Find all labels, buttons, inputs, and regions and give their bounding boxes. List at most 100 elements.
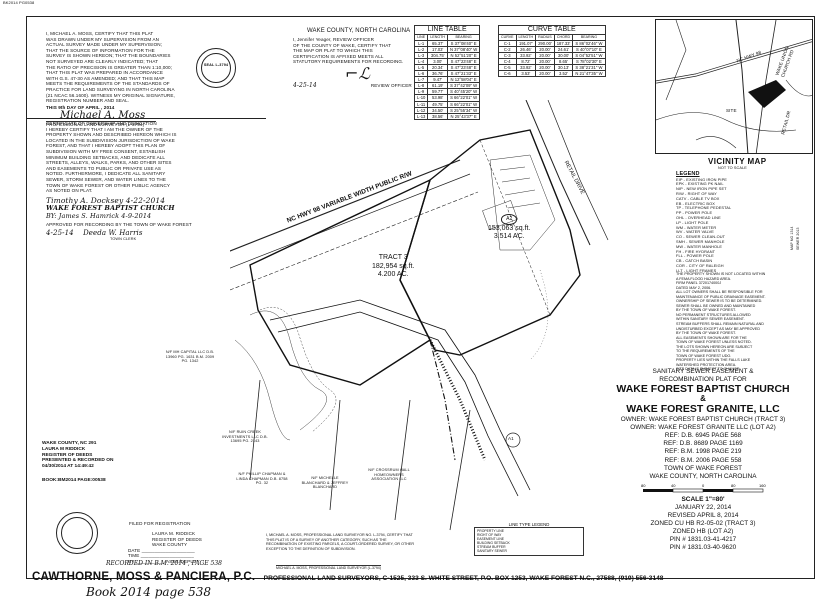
line-legend-item: PROPERTY LINE bbox=[477, 529, 505, 533]
surveyor-signature: Michael A. Moss bbox=[60, 110, 146, 122]
seal-text: SEAL L-3794 bbox=[203, 63, 229, 67]
review-text-line: I, Jennifer Yeager, REVIEW OFFICER bbox=[293, 37, 375, 42]
line-table-cell: L-13 bbox=[413, 112, 429, 120]
plat-drawing bbox=[230, 100, 609, 531]
legend-item: CB - CATCH BASIN bbox=[676, 258, 713, 264]
curve-table-header: CHORD bbox=[553, 34, 574, 41]
ownership-cert-line: PROPERTY SHOWN AND DESCRIBED HEREON WHIC… bbox=[46, 132, 177, 138]
reference-line: REF: B.M. 1998 PAGE 219 bbox=[664, 448, 742, 456]
legend-item: NIP - NEW IRON PIPE SET bbox=[676, 186, 727, 192]
legend-item: TP - TELEPHONE PEDESTAL bbox=[676, 205, 732, 211]
lota2-area: 153,063 sq.ft. bbox=[488, 224, 531, 232]
legend-item: LLT - LIGHT FRAMES bbox=[676, 267, 717, 273]
line-table-cell: L-2 bbox=[413, 45, 429, 53]
surveyor-cert-line: REGISTRATION NUMBER AND SEAL. bbox=[46, 98, 130, 104]
ownership-cert-line: SEWER, STORM SEWER, AND WATER LINES TO T… bbox=[46, 176, 166, 182]
title-amp: & bbox=[700, 394, 706, 403]
register-block: WAKE COUNTY, NC 291 LAURA M RIDDICK REGI… bbox=[42, 441, 182, 484]
ownership-cert-line: CERTIFICATE OF OWNERSHIP AND DEDICATION bbox=[46, 121, 157, 126]
ownership-cert-line: I HEREBY CERTIFY THAT I AM THE OWNER OF … bbox=[46, 126, 163, 132]
surveyor-cert-line: I, MICHAEL A. MOSS, CERTIFY THAT THIS PL… bbox=[46, 31, 154, 36]
vicinity-map: SITE NC HWY 98 RETAIL DR WAKE UNION CHUR… bbox=[655, 19, 813, 154]
curve-table-header: CURVE bbox=[498, 34, 517, 41]
surveyor-cert-line: MEETS THE REQUIREMENTS OF THE STANDARDS … bbox=[46, 81, 170, 87]
adjacent-owner-2: N/F RUIN CREEK INVESTMENTS LLC D.B. 1369… bbox=[222, 430, 268, 444]
town: TOWN OF WAKE FOREST bbox=[663, 464, 743, 472]
legend-item: WM - WATER METER bbox=[676, 224, 717, 230]
legend-item: WV - WATER VALVE bbox=[676, 229, 714, 235]
surveyor-cert-line: SURVEY IS SHOWN HEREON; THAT THE BOUNDAR… bbox=[46, 53, 171, 59]
surveyor-cert-line: WAS DRAWN UNDER MY SUPERVISION FROM AN bbox=[46, 36, 160, 42]
tract3-name: TRACT 3 bbox=[378, 254, 408, 261]
line-table-cell: L-1 bbox=[413, 39, 429, 47]
curve-table-cell: N 21°47'35" W bbox=[572, 70, 606, 78]
curve-table-cell: 290.00' bbox=[535, 39, 555, 47]
surveyor-certificate: I, MICHAEL A. MOSS, CERTIFY THAT THIS PL… bbox=[46, 31, 196, 128]
line-table-cell: L-8 bbox=[413, 82, 429, 90]
ownership-cert-line: STREETS, ALLEYS, WALKS, PARKS, AND OTHER… bbox=[46, 160, 172, 166]
curve-table-cell: S 78°02'30" E bbox=[572, 57, 606, 65]
title-name-1: WAKE FOREST BAPTIST CHURCH bbox=[616, 383, 790, 395]
owner-signature-2: BY: James S. Hamrick 4-9-2014 bbox=[46, 211, 152, 220]
note-line: STREAM BUFFERS SHALL REMAIN NATURAL AND bbox=[676, 322, 764, 327]
line-table-cell: L-11 bbox=[413, 100, 429, 108]
firm-name: CAWTHORNE, MOSS & PANCIERA, P.C. bbox=[32, 571, 256, 583]
line-table-cell: L-7 bbox=[413, 76, 429, 84]
scale-tick-1: 40 bbox=[671, 483, 676, 488]
tract3-acres: 4.200 AC. bbox=[377, 271, 409, 278]
register-book: BOOK:BM2014 PAGE:00538 bbox=[42, 477, 106, 483]
title-block: SANITARY SEWER EASEMENT & RECOMBINATION … bbox=[596, 368, 810, 552]
line-table-cell: S 25°55'34" W bbox=[446, 106, 481, 114]
note-line: ALL EASEMENTS SHOWN ARE FOR THE bbox=[676, 335, 747, 340]
note-line: UNDISTURBED EXCEPT AS MAY BE APPROVED bbox=[676, 326, 761, 331]
line-legend-item: STREAM BUFFER bbox=[477, 545, 506, 550]
plat-date: JANUARY 22, 2014 bbox=[674, 503, 732, 511]
line-table-cell: S 66°22'01" W bbox=[446, 94, 481, 102]
ownership-cert-line: TOWN OF WAKE FOREST OR OTHER PUBLIC AGEN… bbox=[46, 182, 171, 188]
legend-item: CO - SEWER CLEAN-OUT bbox=[676, 234, 726, 240]
note-line: FIRM PANEL 3720174000J bbox=[676, 281, 722, 286]
register-stamp-county: WAKE COUNTY bbox=[152, 542, 188, 548]
adjacent-owner-3: N/F PHILLIP CHAPMAN & LINDA CHAPMAN D.B.… bbox=[236, 472, 288, 486]
legend-item: OHL - OVERHEAD LINE bbox=[676, 214, 721, 220]
scale-tick-3: 80 bbox=[731, 483, 736, 488]
scale-label: SCALE 1"=80' bbox=[681, 495, 725, 503]
adjacent-owner-4: N/F MICHELLE BLANCHARD & JEFFREY BLANCHA… bbox=[301, 476, 349, 490]
note-line: MAINTENANCE OF PUBLIC DRAINAGE EASEMENT. bbox=[676, 294, 766, 299]
line-table-cell: L-4 bbox=[413, 57, 429, 65]
line-legend-item: SANITARY SEWER bbox=[477, 549, 507, 554]
legend-item: EIP - EXISTING IRON PIPE bbox=[676, 176, 727, 182]
ownership-cert-line: NOTED. FURTHERMORE, I DEDICATE ALL SANIT… bbox=[46, 171, 166, 177]
surveyor-role: PROFESSIONAL LAND SURVEYOR (L-3794) bbox=[46, 121, 156, 128]
register-date-label: DATE bbox=[128, 547, 141, 553]
ownership-cert-line: AND EASEMENTS TO PUBLIC OR PRIVATE USE A… bbox=[46, 165, 162, 171]
ownership-cert-line: FOREST, AND THAT I HEREBY ADOPT THIS PLA… bbox=[46, 143, 166, 149]
ownership-cert-line: SUBDIVISION WITH MY FREE CONSENT, ESTABL… bbox=[46, 148, 166, 154]
line-table-cell: L-10 bbox=[413, 94, 429, 102]
lota2-name: A2 bbox=[501, 214, 518, 225]
line-legend-title: LINE TYPE LEGEND bbox=[508, 522, 550, 527]
pin-2: PIN # 1831.03-40-9620 bbox=[669, 543, 737, 551]
tract3-area: 182,954 sq.ft. bbox=[372, 262, 415, 270]
legend-item: MW - WATER MANHOLE bbox=[676, 243, 723, 249]
legend-item: LP - LIGHT POLE bbox=[676, 219, 709, 225]
notes: THE PROPERTY SHOWN IS NOT LOCATED WITHIN… bbox=[676, 272, 801, 372]
surveyor-cert-line: WITH G.S. 47-30 AS AMENDED; AND THAT THI… bbox=[46, 75, 165, 81]
curve-table-cell: 187.33' bbox=[553, 39, 574, 47]
curve-table-cell: S 86°02'46" W bbox=[572, 39, 606, 47]
scale-tick-4: 160 bbox=[759, 483, 766, 488]
